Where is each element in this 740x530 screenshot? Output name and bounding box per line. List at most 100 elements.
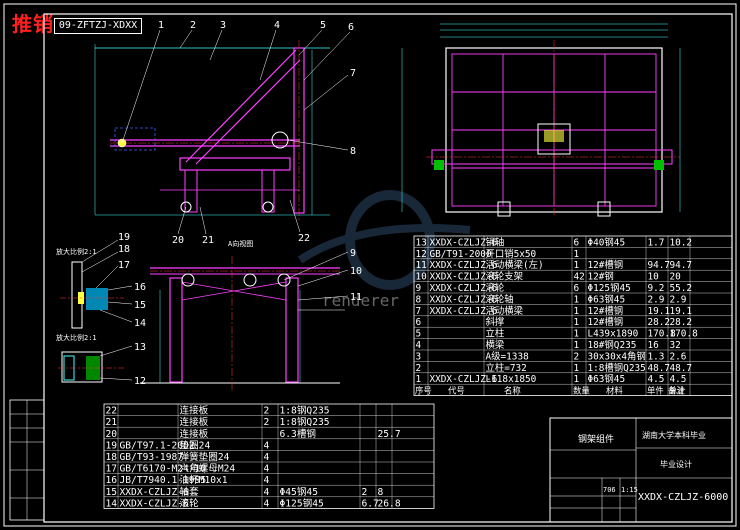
cell-w1: 2.9 [648,294,665,305]
cell-name: 横梁 [486,339,505,351]
detail-a-label: 放大比例2:1 [56,247,97,256]
cell-no: 15 [106,487,118,498]
cell-no: 21 [106,417,118,428]
cell-qty: 4 [264,464,270,475]
header-mat: 材料 [606,386,623,396]
cell-name: 滚轮轴 [486,293,514,305]
cell-mat: Φ63钢45 [588,293,626,305]
cell-name: 开口销5x50 [486,248,537,260]
revision-block [9,399,45,521]
header-qty: 数量 [573,386,590,396]
cell-no: 6 [416,317,422,328]
header-note: 备注 [668,386,685,396]
cell-code: XXDX-CZLJZ-6 [430,374,498,385]
cell-no: 14 [106,498,118,509]
cell-mat: Φ63钢45 [588,373,626,385]
cell-w2: 4.5 [670,374,687,385]
cell-qty: 6 [574,237,580,248]
cell-mat: 6.3槽钢 [280,428,317,440]
cell-w1: 48.7 [648,363,671,374]
cell-w2: 32 [670,340,681,351]
callout-20: 20 [172,235,184,246]
callouts-detail: 19 18 17 16 15 14 13 12 [81,232,146,387]
cell-name: 销轴 [486,236,505,248]
callout-14: 14 [134,318,146,329]
callouts-front: 1 2 3 4 5 6 7 8 20 21 22 [121,20,356,246]
cell-qty: 1 [574,329,580,340]
callout-18: 18 [118,244,130,255]
cell-w2: 94.7 [670,260,693,271]
cell-mat: 12#槽钢 [588,259,624,271]
cell-name: 油杯M10x1 [180,474,228,486]
cell-w1: 9.2 [648,283,665,294]
cell-mat: L439x1890 [588,329,639,340]
source-badge: 推销 [12,12,54,36]
cell-w2: 10.2 [670,237,693,248]
cell-w1: 2 [362,487,368,498]
cell-w2: 2.6 [670,351,687,362]
cell-qty: 2 [264,406,270,417]
callout-1: 1 [158,20,164,31]
cell-code: XXDX-CZLJZ-6 [120,487,190,498]
cell-mat: Φ125钢45 [280,497,324,509]
cell-name: 滚轮 [180,497,200,509]
callout-3: 3 [220,20,226,31]
cell-qty: 4 [264,475,270,486]
cell-qty: 4 [264,487,270,498]
cell-w1: 16 [648,340,660,351]
table-header-row: 序号代号名称数量材料单件 总计备注 [415,386,686,396]
cell-w1: 28.2 [648,317,671,328]
cell-name: 立柱=732 [486,362,527,374]
weight-value: 706 [603,486,616,494]
cell-no: 4 [416,340,422,351]
header-no: 序号 [415,386,432,396]
cell-qty: 1 [574,306,580,317]
cell-code: GB/T91-2000 [430,249,492,260]
cell-no: 16 [106,475,118,486]
cell-qty: 6 [574,283,580,294]
callout-15: 15 [134,300,146,311]
header-code: 代号 [448,386,465,396]
document-type: 毕业设计 [660,459,692,469]
cell-w2: 2.9 [670,294,687,305]
cell-name: 斜撑 [486,316,505,328]
callout-17: 17 [118,260,130,271]
cell-w1: 170.8 [648,329,677,340]
watermark-text: renderer [322,291,399,310]
cell-qty: 4 [264,440,270,451]
cell-no: 5 [416,329,422,340]
cell-w1: 10 [648,272,660,283]
cell-qty: 2 [574,351,580,362]
cell-code: XXDX-CZLJZ-6 [430,306,498,317]
cell-mat: 18#钢Q235 [588,339,637,351]
cell-qty: 1 [574,363,580,374]
cell-mat: 1:8槽钢Q235 [588,362,646,374]
cell-name: 立柱 [486,328,505,340]
callout-6: 6 [348,22,354,33]
cell-name: 活动横梁(左) [486,259,544,271]
cell-name: 连接板 [180,416,209,428]
cell-code: XXDX-CZLJZ-6 [430,294,498,305]
cell-name: 轴套 [180,486,200,498]
cell-no: 8 [416,294,422,305]
front-view [94,40,330,220]
cell-name: 垫圈24 [180,439,211,451]
cell-mat: Φ40钢45 [588,236,626,248]
callout-7: 7 [350,68,356,79]
cell-w2: 170.8 [670,329,699,340]
cell-code: XXDX-CZLJZ-6 [430,272,498,283]
drawing-number-top: 09-ZFTZJ-XDXX [54,18,142,34]
